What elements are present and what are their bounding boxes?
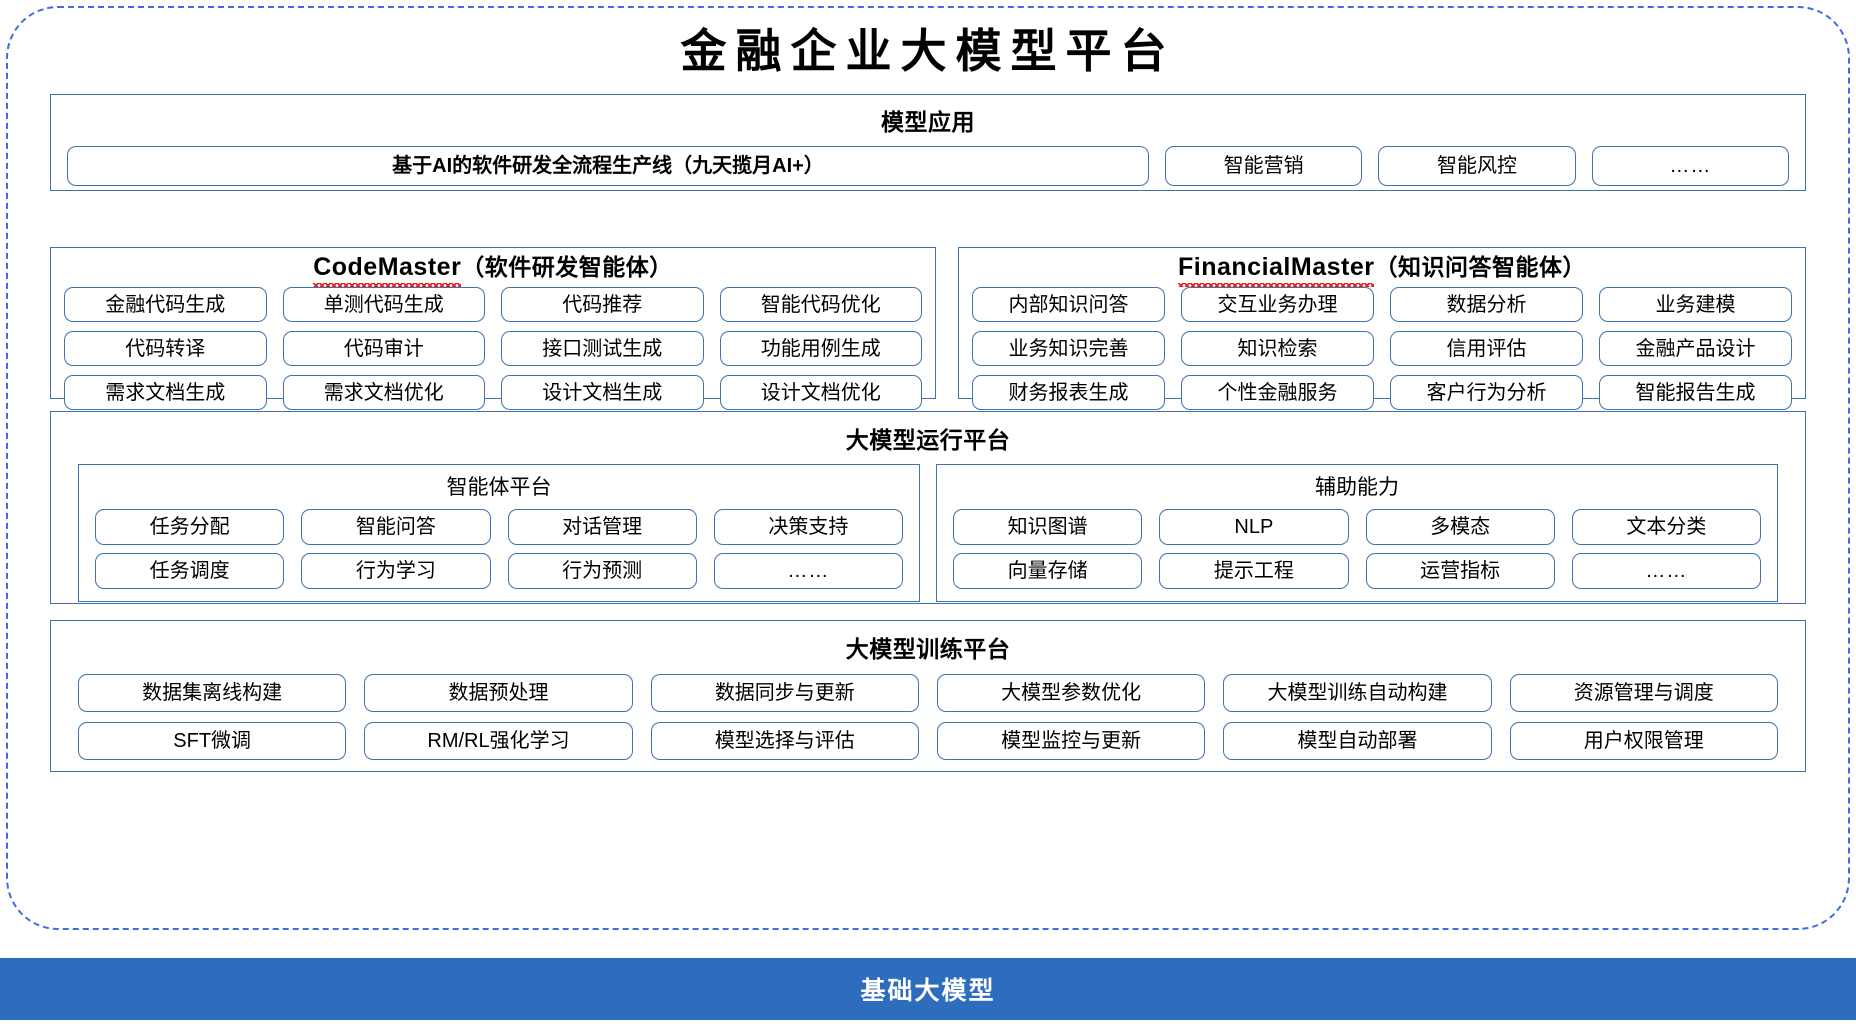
agent-platform-row-2: 任务调度 行为学习 行为预测 …… (95, 553, 903, 589)
train-pill-sft-finetune[interactable]: SFT微调 (78, 722, 347, 760)
app-pill-ai-rnd-pipeline[interactable]: 基于AI的软件研发全流程生产线（九天揽月AI+） (67, 146, 1149, 186)
code-master-row-1: 金融代码生成 单测代码生成 代码推荐 智能代码优化 (64, 287, 922, 322)
train-pill-dataset-offline-build[interactable]: 数据集离线构建 (78, 674, 347, 712)
fin-pill-business-knowledge-improve[interactable]: 业务知识完善 (972, 331, 1165, 366)
agent-pill-decision-support[interactable]: 决策支持 (713, 509, 903, 545)
support-capability-row-2: 向量存储 提示工程 运营指标 …… (953, 553, 1761, 589)
training-row-2: SFT微调 RM/RL强化学习 模型选择与评估 模型监控与更新 模型自动部署 用… (78, 722, 1778, 760)
fin-pill-knowledge-retrieval[interactable]: 知识检索 (1181, 331, 1374, 366)
code-pill-design-doc-optimize[interactable]: 设计文档优化 (719, 375, 922, 410)
code-pill-api-test-gen[interactable]: 接口测试生成 (501, 331, 704, 366)
fin-pill-personalized-service[interactable]: 个性金融服务 (1181, 375, 1374, 410)
train-pill-data-sync-update[interactable]: 数据同步与更新 (650, 674, 919, 712)
app-pill-more[interactable]: …… (1591, 146, 1789, 186)
app-pill-smart-marketing[interactable]: 智能营销 (1165, 146, 1363, 186)
code-master-row-3: 需求文档生成 需求文档优化 设计文档生成 设计文档优化 (64, 375, 922, 410)
train-pill-auto-training-build[interactable]: 大模型训练自动构建 (1223, 674, 1492, 712)
page-title: 金融企业大模型平台 (680, 26, 1176, 77)
agent-pill-task-scheduling[interactable]: 任务调度 (95, 553, 285, 589)
foundation-model-label: 基础大模型 (860, 977, 996, 1005)
fin-pill-business-modeling[interactable]: 业务建模 (1599, 287, 1792, 322)
runtime-subpanels: 智能体平台 任务分配 智能问答 对话管理 决策支持 任务调度 行为学习 行为预测… (51, 464, 1805, 602)
code-pill-financial-code-gen[interactable]: 金融代码生成 (64, 287, 267, 322)
train-pill-rm-rl-learning[interactable]: RM/RL强化学习 (364, 722, 633, 760)
fin-pill-data-analysis[interactable]: 数据分析 (1390, 287, 1583, 322)
support-capability-row-1: 知识图谱 NLP 多模态 文本分类 (953, 509, 1761, 545)
code-pill-feature-case-gen[interactable]: 功能用例生成 (719, 331, 922, 366)
financial-master-row-2: 业务知识完善 知识检索 信用评估 金融产品设计 (972, 331, 1792, 366)
code-master-row-2: 代码转译 代码审计 接口测试生成 功能用例生成 (64, 331, 922, 366)
financial-master-row-3: 财务报表生成 个性金融服务 客户行为分析 智能报告生成 (972, 375, 1792, 410)
foundation-model-bar: 基础大模型 (0, 958, 1856, 1020)
subpanel-title-agent-platform: 智能体平台 (446, 476, 552, 499)
fin-pill-internal-knowledge-qa[interactable]: 内部知识问答 (972, 287, 1165, 322)
section-training-platform: 大模型训练平台 数据集离线构建 数据预处理 数据同步与更新 大模型参数优化 大模… (50, 620, 1806, 772)
fin-pill-customer-behavior-analysis[interactable]: 客户行为分析 (1390, 375, 1583, 410)
code-pill-smart-code-optimize[interactable]: 智能代码优化 (719, 287, 922, 322)
fin-pill-interactive-business[interactable]: 交互业务办理 (1181, 287, 1374, 322)
code-pill-requirement-doc-optimize[interactable]: 需求文档优化 (282, 375, 485, 410)
support-pill-operation-metrics[interactable]: 运营指标 (1365, 553, 1555, 589)
financial-master-capability-grid: 内部知识问答 交互业务办理 数据分析 业务建模 业务知识完善 知识检索 信用评估… (959, 287, 1805, 410)
agent-pill-behavior-learning[interactable]: 行为学习 (301, 553, 491, 589)
app-pill-smart-risk-control[interactable]: 智能风控 (1378, 146, 1576, 186)
support-pill-multimodal[interactable]: 多模态 (1365, 509, 1555, 545)
agent-platform-row-1: 任务分配 智能问答 对话管理 决策支持 (95, 509, 903, 545)
agent-pill-more[interactable]: …… (713, 553, 903, 589)
subpanel-agent-platform: 智能体平台 任务分配 智能问答 对话管理 决策支持 任务调度 行为学习 行为预测… (78, 464, 920, 602)
fin-pill-financial-report-gen[interactable]: 财务报表生成 (972, 375, 1165, 410)
fin-pill-credit-assessment[interactable]: 信用评估 (1390, 331, 1583, 366)
subpanel-support-capability: 辅助能力 知识图谱 NLP 多模态 文本分类 向量存储 提示工程 运营指标 …… (936, 464, 1778, 602)
code-pill-design-doc-gen[interactable]: 设计文档生成 (501, 375, 704, 410)
support-pill-more[interactable]: …… (1571, 553, 1761, 589)
training-row-1: 数据集离线构建 数据预处理 数据同步与更新 大模型参数优化 大模型训练自动构建 … (78, 674, 1778, 712)
agent-pill-smart-qa[interactable]: 智能问答 (301, 509, 491, 545)
support-pill-text-classification[interactable]: 文本分类 (1571, 509, 1761, 545)
section-title-training-platform: 大模型训练平台 (845, 636, 1011, 662)
code-master-capability-grid: 金融代码生成 单测代码生成 代码推荐 智能代码优化 代码转译 代码审计 接口测试… (51, 287, 935, 410)
support-pill-vector-store[interactable]: 向量存储 (953, 553, 1143, 589)
train-pill-resource-management[interactable]: 资源管理与调度 (1509, 674, 1778, 712)
financial-master-cn-title: （知识问答智能体） (1374, 254, 1586, 280)
financial-master-latin-title: FinancialMaster (1178, 253, 1375, 287)
fin-pill-financial-product-design[interactable]: 金融产品设计 (1599, 331, 1792, 366)
model-application-items: 基于AI的软件研发全流程生产线（九天揽月AI+） 智能营销 智能风控 …… (51, 146, 1805, 186)
train-pill-model-auto-deploy[interactable]: 模型自动部署 (1223, 722, 1492, 760)
section-runtime-platform: 大模型运行平台 智能体平台 任务分配 智能问答 对话管理 决策支持 任务调度 行… (50, 411, 1806, 604)
fin-pill-smart-report-gen[interactable]: 智能报告生成 (1599, 375, 1792, 410)
code-master-cn-title: （软件研发智能体） (461, 254, 673, 280)
code-pill-requirement-doc-gen[interactable]: 需求文档生成 (64, 375, 267, 410)
subpanel-title-support-capability: 辅助能力 (1315, 476, 1399, 499)
code-pill-code-translate[interactable]: 代码转译 (64, 331, 267, 366)
train-pill-model-selection-eval[interactable]: 模型选择与评估 (650, 722, 919, 760)
agent-pill-task-allocation[interactable]: 任务分配 (95, 509, 285, 545)
section-title-runtime-platform: 大模型运行平台 (845, 427, 1011, 453)
train-pill-user-permission-mgmt[interactable]: 用户权限管理 (1509, 722, 1778, 760)
train-pill-data-preprocessing[interactable]: 数据预处理 (364, 674, 633, 712)
support-pill-knowledge-graph[interactable]: 知识图谱 (953, 509, 1143, 545)
agent-pill-dialog-management[interactable]: 对话管理 (507, 509, 697, 545)
section-code-master: CodeMaster（软件研发智能体） 金融代码生成 单测代码生成 代码推荐 智… (50, 247, 936, 410)
training-capability-grid: 数据集离线构建 数据预处理 数据同步与更新 大模型参数优化 大模型训练自动构建 … (51, 674, 1805, 760)
financial-master-row-1: 内部知识问答 交互业务办理 数据分析 业务建模 (972, 287, 1792, 322)
section-financial-master: FinancialMaster（知识问答智能体） 内部知识问答 交互业务办理 数… (958, 247, 1806, 410)
code-pill-code-audit[interactable]: 代码审计 (282, 331, 485, 366)
code-pill-unit-test-code-gen[interactable]: 单测代码生成 (282, 287, 485, 322)
agent-pill-behavior-prediction[interactable]: 行为预测 (507, 553, 697, 589)
code-master-latin-title: CodeMaster (313, 253, 462, 287)
code-pill-code-recommend[interactable]: 代码推荐 (501, 287, 704, 322)
train-pill-model-param-optimize[interactable]: 大模型参数优化 (936, 674, 1206, 712)
train-pill-model-monitor-update[interactable]: 模型监控与更新 (936, 722, 1206, 760)
section-title-model-applications: 模型应用 (881, 109, 975, 135)
section-model-applications: 模型应用 基于AI的软件研发全流程生产线（九天揽月AI+） 智能营销 智能风控 … (50, 94, 1806, 191)
section-title-financial-master: FinancialMaster（知识问答智能体） (959, 248, 1805, 287)
section-title-code-master: CodeMaster（软件研发智能体） (51, 248, 935, 287)
support-pill-nlp[interactable]: NLP (1159, 509, 1349, 545)
support-pill-prompt-engineering[interactable]: 提示工程 (1159, 553, 1349, 589)
